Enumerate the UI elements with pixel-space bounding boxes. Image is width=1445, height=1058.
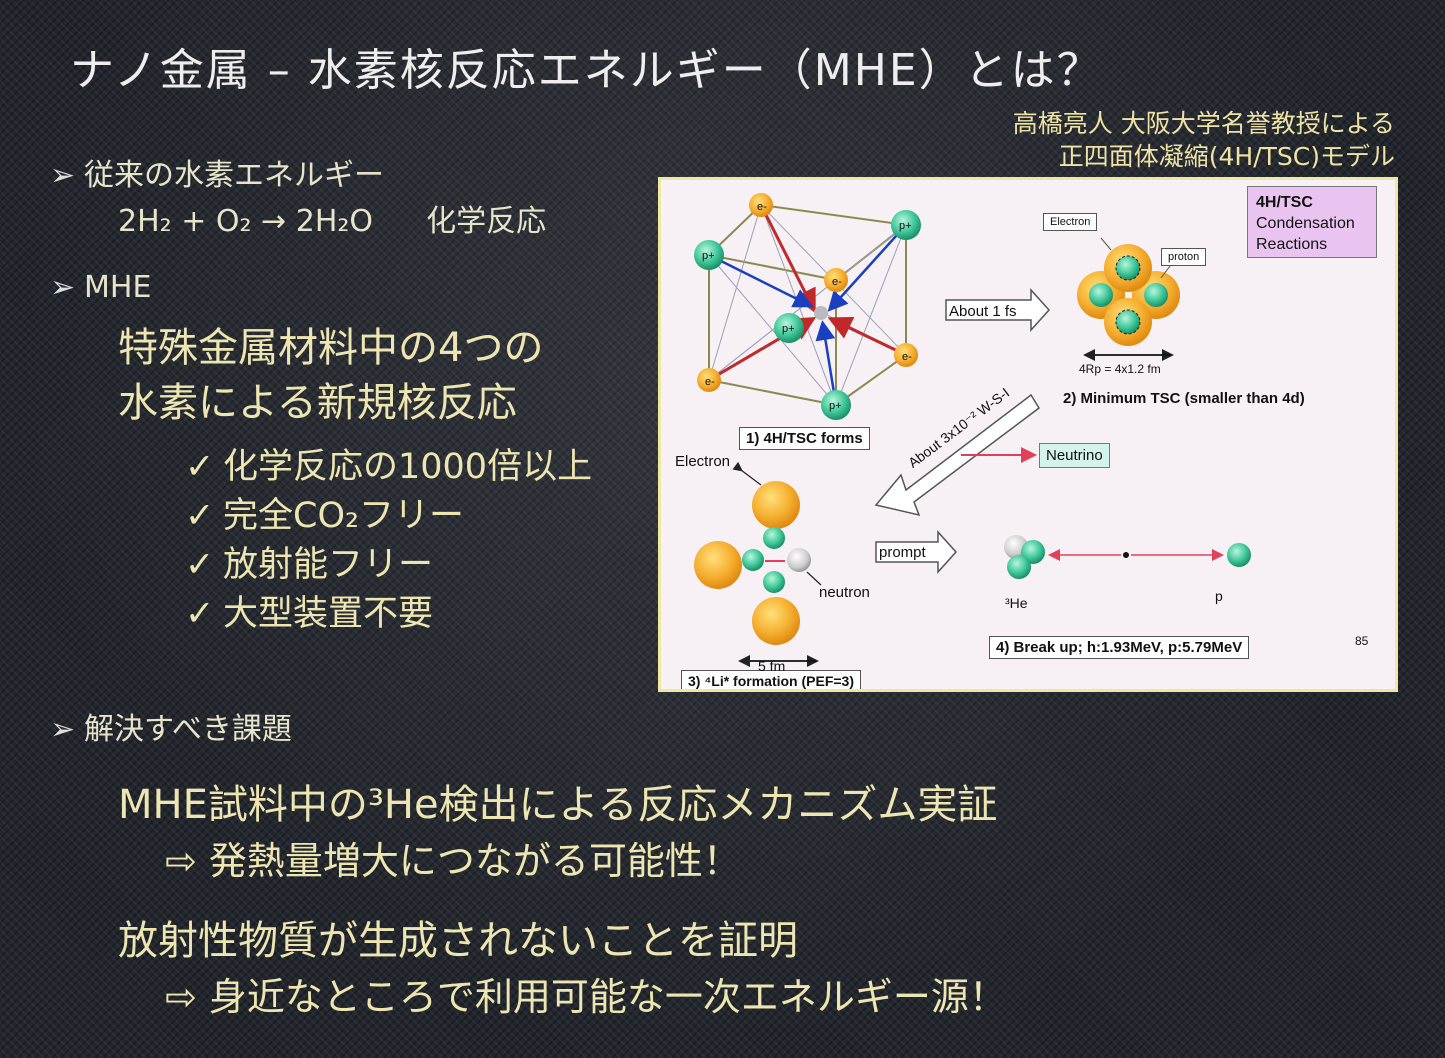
credit-line-1: 高橋亮人 大阪大学名誉教授による [1012,109,1395,138]
prompt-arrow [875,530,958,574]
bullet-arrow-icon: ➢ [50,270,76,305]
prompt-label: prompt [879,544,926,561]
p-label: p [1215,588,1223,604]
bullet-issues-label: 解決すべき課題 [84,712,292,747]
step-4-label: 4) Break up; h:1.93MeV, p:5.79MeV [989,636,1250,659]
size-5fm-label: 5 fm [758,658,786,674]
equation-line: 2H₂ + O₂ → 2H₂O 化学反応 [118,196,546,240]
check-item: ✓大型装置不要 [185,594,434,634]
he3-label: ³He [1005,595,1028,611]
check-icon: ✓ [185,496,215,536]
cube-e-label: e- [902,351,912,363]
check-icon: ✓ [185,447,215,487]
step-1-label: 1) 4H/TSC forms [739,427,870,450]
electron-callout: Electron [1043,213,1098,231]
tsc-title-box: 4H/TSC Condensation Reactions [1247,186,1377,258]
li-formation-diagram [694,461,822,667]
cube-e-label: e- [757,201,767,213]
proton-callout: proton [1161,248,1207,266]
check-icon: ✓ [185,594,215,634]
neutrino-label: Neutrino [1039,443,1110,468]
page-number: 85 [1355,634,1369,648]
issue-item-2: 放射性物質が生成されないことを証明 [118,918,798,964]
bullet-arrow-icon: ➢ [50,158,76,193]
about-fs-arrow [945,288,1051,332]
cube-p-label: p+ [782,323,795,335]
page-title: ナノ金属 – 水素核反応エネルギー（MHE）とは？ [70,45,1103,96]
cube-p-label: p+ [702,250,715,262]
mhe-desc-line-1: 特殊金属材料中の4つの [118,325,544,371]
issue-item-2-sub: ⇨ 身近なところで利用可能な一次エネルギー源！ [165,975,1007,1019]
electron-label: Electron [675,453,731,470]
cube-diagram [694,193,921,420]
check-item: ✓化学反応の1000倍以上 [185,447,593,487]
tsc-model-figure: e- e- e- e- p+ p+ p+ p+ [658,177,1398,692]
bullet-issues: ➢解決すべき課題 [50,704,292,748]
mhe-desc-line-2: 水素による新規核反応 [118,380,517,426]
min-tsc-diagram [1077,237,1180,361]
credit-line-2: 正四面体凝縮(4H/TSC)モデル [1058,142,1395,171]
step-2-label: 2) Minimum TSC (smaller than 4d) [1063,390,1305,407]
check-item: ✓完全CO₂フリー [185,496,465,536]
chemical-equation: 2H₂ + O₂ → 2H₂O [118,204,374,239]
cube-p-label: p+ [829,400,842,412]
cube-p-label: p+ [899,220,912,232]
issue-item-1-sub: ⇨ 発熱量増大につながる可能性！ [165,839,741,883]
neutron-label: neutron [819,584,870,601]
tsc-diagram: e- e- e- e- p+ p+ p+ p+ [694,193,1251,667]
check-item: ✓放射能フリー [185,545,434,585]
step-3-label: 3) ⁴Li* formation (PEF=3) [681,670,861,689]
bullet-mhe-label: MHE [84,270,152,305]
bullet-arrow-icon: ➢ [50,712,76,747]
cube-e-label: e- [832,276,842,288]
break-up-diagram [1004,535,1251,579]
cube-e-label: e- [705,376,715,388]
issue-item-1: MHE試料中の³He検出による反応メカニズム実証 [118,782,998,828]
check-icon: ✓ [185,545,215,585]
about-fs-label: About 1 fs [949,303,1017,320]
equation-note: 化学反応 [426,204,547,239]
size-4rp-label: 4Rp = 4x1.2 fm [1079,362,1161,376]
bullet-conventional-label: 従来の水素エネルギー [84,158,384,193]
bullet-mhe: ➢MHE [50,270,151,305]
wsi-arrow [874,393,1040,517]
bullet-conventional: ➢従来の水素エネルギー [50,150,384,194]
